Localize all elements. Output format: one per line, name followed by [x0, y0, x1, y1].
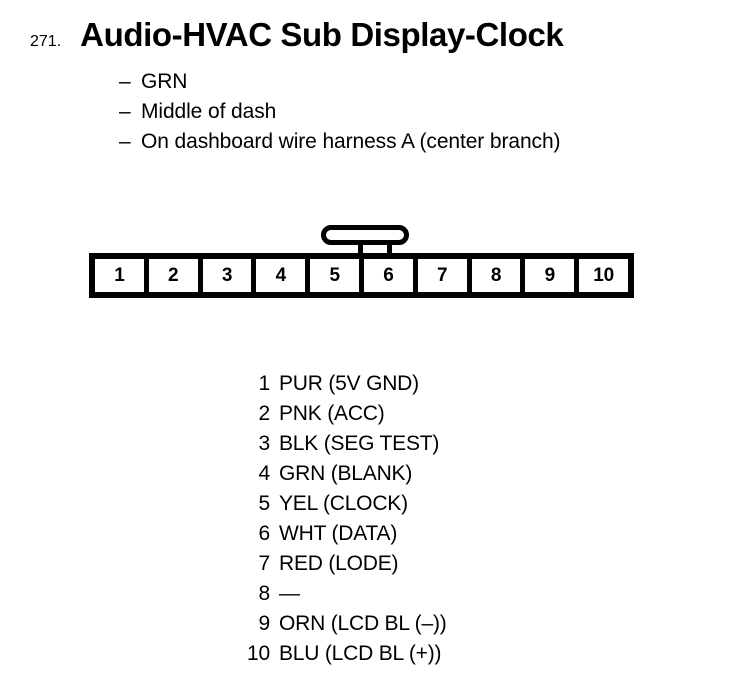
latch-tab-outline — [321, 225, 409, 245]
connector-pin-number: 6 — [383, 265, 394, 286]
connector-pin-cell: 10 — [579, 259, 628, 292]
pin-legend-number: 5 — [258, 492, 271, 515]
description-item: –Middle of dash — [119, 97, 560, 127]
pin-legend-number: 10 — [247, 642, 270, 665]
pin-legend-number: 6 — [258, 522, 271, 545]
pin-legend-row: 5 YEL (CLOCK) — [230, 492, 447, 522]
description-item-label: GRN — [141, 70, 188, 93]
pin-legend-label: WHT (DATA) — [279, 522, 398, 545]
description-item-label: Middle of dash — [141, 100, 277, 123]
connector-body: 1 2 3 4 5 6 7 8 9 10 — [89, 253, 634, 298]
connector-pin-number: 5 — [329, 265, 340, 286]
bullet-dash-icon: – — [119, 70, 131, 93]
pin-legend-row: 2 PNK (ACC) — [230, 402, 447, 432]
pin-legend-label: BLU (LCD BL (+)) — [279, 642, 442, 665]
pin-legend-number: 4 — [258, 462, 271, 485]
pin-legend-row: 8— — [230, 582, 447, 612]
connector-pin-number: 1 — [114, 265, 125, 286]
connector-pin-cell: 1 — [95, 259, 149, 292]
connector-pin-cell: 7 — [417, 259, 472, 292]
connector-pin-number: 4 — [275, 265, 287, 286]
pin-legend-label: RED (LODE) — [279, 552, 399, 575]
pin-legend-row: 9 ORN (LCD BL (–)) — [230, 612, 447, 642]
bullet-dash-icon: – — [119, 100, 131, 123]
connector-diagram: 1 2 3 4 5 6 7 8 9 10 — [89, 225, 634, 300]
connector-pin-cell: 2 — [148, 259, 203, 292]
page-title: 271. Audio-HVAC Sub Display-Clock — [30, 16, 564, 54]
connector-pin-cell: 3 — [202, 259, 257, 292]
pin-legend-row: 3 BLK (SEG TEST) — [230, 432, 447, 462]
connector-pin-cell: 6 — [363, 259, 418, 292]
connector-pin-cell: 9 — [525, 259, 580, 292]
latch-tab-icon — [321, 225, 409, 254]
pin-legend-number: 2 — [258, 402, 271, 425]
pin-legend-row: 4 GRN (BLANK) — [230, 462, 447, 492]
connector-pin-number: 10 — [593, 265, 614, 286]
pin-legend-row: 6 WHT (DATA) — [230, 522, 447, 552]
bullet-dash-icon: – — [119, 130, 131, 153]
latch-tab-leg-right — [387, 240, 392, 254]
pin-legend-number: 7 — [258, 552, 271, 575]
connector-pin-cell: 5 — [310, 259, 364, 292]
latch-tab-leg-left — [358, 240, 363, 254]
pin-legend-label: PUR (5V GND) — [279, 372, 419, 395]
pin-legend-row: 10 BLU (LCD BL (+)) — [230, 642, 447, 672]
connector-pin-number: 9 — [544, 265, 556, 286]
pin-legend-number: 3 — [258, 432, 271, 455]
pin-legend-number: 1 — [258, 372, 271, 395]
connector-pin-number: 3 — [221, 265, 233, 286]
pin-legend-label: PNK (ACC) — [279, 402, 385, 425]
description-item: –On dashboard wire harness A (center bra… — [119, 127, 561, 157]
pin-legend-label: GRN (BLANK) — [279, 462, 413, 485]
page-title-text: Audio-HVAC Sub Display-Clock — [80, 16, 564, 53]
page-title-number: 271. — [30, 33, 62, 50]
pin-legend-label: BLK (SEG TEST) — [279, 432, 440, 455]
description-item-label: On dashboard wire harness A (center bran… — [141, 130, 561, 153]
pin-legend-row: 7 RED (LODE) — [230, 552, 447, 582]
description-item: –GRN — [119, 67, 560, 97]
connector-pin-number: 8 — [490, 265, 502, 286]
description-list: –GRN–Middle of dash–On dashboard wire ha… — [119, 67, 561, 157]
connector-pin-number: 2 — [168, 265, 179, 286]
pin-legend-label: ORN (LCD BL (–)) — [279, 612, 447, 635]
pin-legend-row: 1 PUR (5V GND) — [230, 372, 447, 402]
pin-legend-label: YEL (CLOCK) — [279, 492, 408, 515]
connector-pin-number: 7 — [437, 265, 448, 286]
pin-legend-number: 9 — [258, 612, 271, 635]
connector-pin-cell: 8 — [471, 259, 526, 292]
pin-legend-label: — — [279, 582, 300, 605]
connector-pin-cell: 4 — [256, 259, 311, 292]
pin-legend-number: 8 — [258, 582, 271, 605]
